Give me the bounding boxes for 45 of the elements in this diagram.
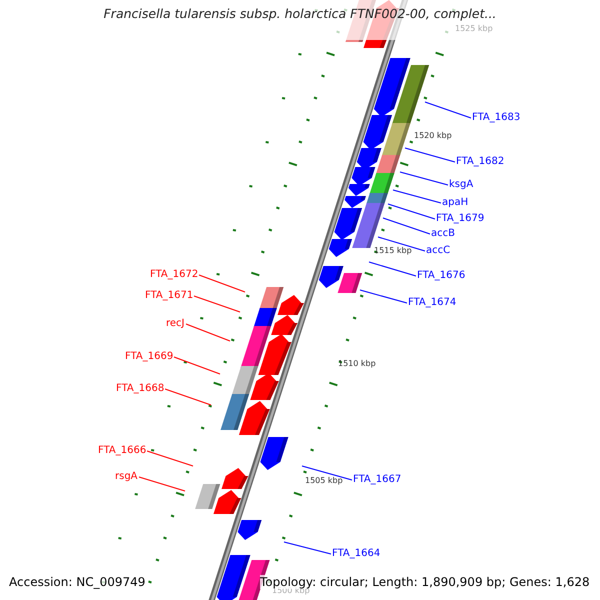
leader-line: [138, 476, 186, 492]
footer-text: Topology: circular; Length: 1,890,909 bp; Genes: 1,628: [260, 575, 590, 589]
leader-line: [194, 296, 240, 312]
leader-line: [368, 262, 416, 276]
leader-line: [388, 204, 436, 220]
leader-line: [382, 218, 430, 234]
leader-line: [198, 274, 246, 292]
leader-line: [360, 290, 408, 304]
gene-label: recJ: [166, 318, 184, 330]
leader-line: [392, 190, 442, 204]
gene-label: FTA_1667: [353, 474, 402, 486]
leader-line: [186, 324, 230, 342]
scale-label: 1525 kbp: [455, 24, 493, 34]
leader-line: [284, 542, 332, 554]
gene-label: FTA_1671: [145, 290, 194, 302]
leader-line: [400, 172, 448, 186]
gene-label: FTA_1664: [332, 548, 380, 560]
leader-line: [164, 388, 212, 406]
leader-line: [424, 102, 472, 118]
gene-label: FTA_1674: [408, 297, 456, 309]
gene-label: ksgA: [449, 179, 474, 191]
scale-label: 1515 kbp: [374, 246, 412, 256]
gene-label: FTA_1676: [417, 270, 466, 282]
gene-label: FTA_1669: [125, 351, 174, 363]
gene-label: FTA_1679: [436, 213, 484, 225]
leader-line: [302, 466, 352, 480]
map-title: Francisella tularensis subsp. holarctica FTNF002-00, complet...: [102, 6, 498, 22]
scale-label: 1520 kbp: [414, 131, 452, 141]
gene-label: FTA_1683: [472, 112, 520, 124]
scale-label: 1505 kbp: [305, 476, 343, 486]
gene-label: FTA_1672: [150, 269, 198, 281]
gene-label: FTA_1666: [98, 445, 146, 457]
gene-label: accC: [426, 245, 450, 257]
scale-label: 1510 kbp: [338, 359, 376, 369]
leader-line: [404, 148, 456, 162]
gene-label: FTA_1668: [116, 383, 164, 395]
gene-label: accB: [431, 228, 455, 240]
scale-label: 1500 kbp: [272, 586, 310, 596]
leader-line: [146, 450, 194, 466]
gene-label: apaH: [442, 197, 468, 209]
footer-text: Accession: NC_009749: [9, 575, 146, 589]
gene-label: FTA_1682: [456, 156, 504, 168]
leader-line: [378, 236, 426, 252]
leader-line: [174, 356, 220, 374]
gene-label: rsgA: [115, 471, 138, 483]
